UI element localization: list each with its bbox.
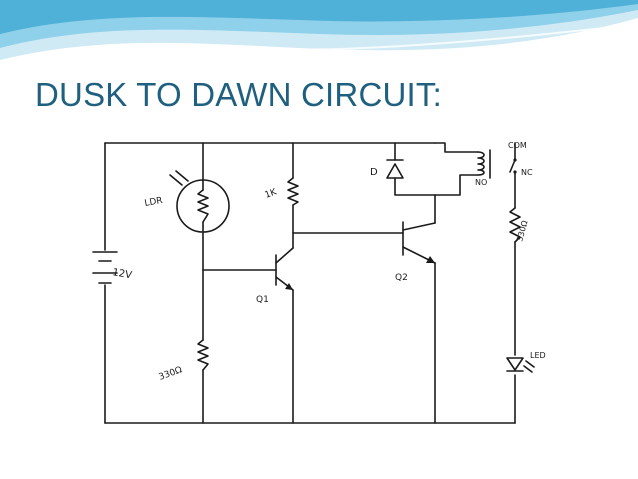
led-triangle	[506, 357, 524, 371]
diode-bottom-wire	[394, 177, 436, 196]
relay-nc-label: NC	[521, 168, 533, 177]
ldr-resistor-zigzag	[197, 189, 209, 223]
banner-highlight	[179, 23, 638, 51]
ldr-light-arrows	[169, 170, 189, 186]
resistor-1k-zigzag	[287, 177, 299, 206]
relay-nc-contact	[513, 170, 517, 174]
led-light-arrows	[523, 360, 535, 373]
header-banner	[0, 0, 638, 60]
relay-no-label: NO	[475, 178, 487, 187]
diode-triangle	[386, 163, 404, 179]
relay-coil-top-wire	[434, 142, 479, 153]
wiring	[104, 142, 516, 424]
relay-com-label: COM	[508, 141, 527, 150]
resistor-330-right: 330Ω	[509, 207, 529, 243]
relay-coil-wire	[434, 174, 479, 196]
battery-label: 12V	[111, 267, 132, 281]
relay: COM NC NO	[475, 141, 533, 187]
ldr-label: LDR	[144, 196, 164, 209]
relay-coil	[477, 151, 485, 176]
transistor-q1: Q1	[256, 247, 294, 305]
q1-label: Q1	[256, 295, 269, 305]
q2-label: Q2	[395, 273, 408, 283]
relay-switch	[509, 159, 516, 173]
q2-emitter-arrow	[426, 256, 435, 263]
diode-label: D	[370, 167, 378, 178]
banner-wave-front	[0, 0, 638, 34]
led: LED	[506, 351, 546, 373]
diode: D	[370, 159, 404, 179]
ldr-ring	[176, 179, 230, 233]
resistor-330-right-label: 330Ω	[515, 220, 529, 243]
resistor-330-left-label: 330Ω	[158, 365, 184, 383]
led-label: LED	[530, 351, 546, 360]
resistor-330-left-zigzag	[197, 339, 209, 371]
resistor-1k: 1K	[264, 177, 299, 206]
q1-collector-leg	[275, 247, 294, 264]
ldr: LDR	[144, 170, 230, 233]
q2-collector-leg	[402, 222, 436, 231]
resistor-330-right-zigzag	[509, 207, 521, 243]
relay-com-contact	[513, 158, 517, 162]
battery: 12V	[92, 251, 133, 284]
slide-title: DUSK TO DAWN CIRCUIT:	[35, 76, 442, 113]
transistor-q2: Q2	[395, 221, 436, 283]
circuit-schematic: 12V LDR 1K Q1 Q2	[92, 141, 546, 424]
resistor-330-left: 330Ω	[158, 339, 209, 383]
resistor-1k-label: 1K	[264, 187, 279, 201]
q1-emitter-arrow	[285, 283, 293, 290]
